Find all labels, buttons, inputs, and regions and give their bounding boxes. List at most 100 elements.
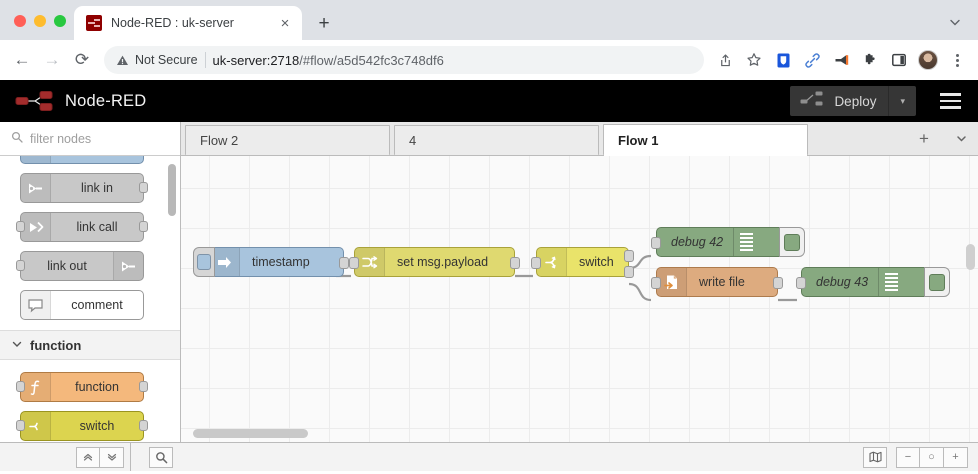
palette-node-list[interactable]: link in link call link out xyxy=(0,156,180,442)
close-icon[interactable]: × xyxy=(280,14,290,32)
flow-node-debug-42[interactable]: debug 42 xyxy=(651,227,805,257)
deploy-button-group: Deploy ▾ xyxy=(790,86,916,116)
palette-node-function[interactable]: function xyxy=(16,372,148,402)
output-port[interactable] xyxy=(139,420,148,431)
reload-button[interactable]: ⟳ xyxy=(74,50,90,69)
inject-trigger-button[interactable] xyxy=(193,247,215,277)
address-bar[interactable]: Not Secure uk-server:2718/#flow/a5d542fc… xyxy=(104,46,704,74)
tabbar-spacer xyxy=(808,122,904,155)
share-icon[interactable] xyxy=(712,47,738,73)
input-port[interactable] xyxy=(16,221,25,232)
palette-category-function[interactable]: function xyxy=(0,330,180,360)
palette-node-link-in[interactable]: link in xyxy=(20,173,148,203)
input-port[interactable] xyxy=(349,257,359,269)
collapse-all-button[interactable] xyxy=(76,446,100,468)
change-icon xyxy=(355,248,385,276)
palette-node-partial[interactable] xyxy=(20,156,144,164)
palette-node-link-out[interactable]: link out xyxy=(16,251,144,281)
security-status[interactable]: Not Secure xyxy=(116,53,198,67)
puzzle-extensions-icon[interactable] xyxy=(857,47,883,73)
deploy-button[interactable]: Deploy xyxy=(790,86,890,116)
flow-node-debug-43[interactable]: debug 43 xyxy=(796,267,950,297)
input-port[interactable] xyxy=(16,260,25,271)
flow-canvas[interactable]: timestamp set msg.payload xyxy=(181,156,978,442)
new-tab-button[interactable]: + xyxy=(318,12,330,34)
palette-scrollbar[interactable] xyxy=(168,164,176,216)
palette-node-label: switch xyxy=(79,419,115,433)
browser-chrome: Node-RED : uk-server × + ← → ⟳ Not Secur… xyxy=(0,0,978,80)
zoom-in-button[interactable]: + xyxy=(944,446,968,468)
debug-toggle-button[interactable] xyxy=(779,227,805,257)
footer-search-area xyxy=(131,443,863,471)
palette-node-label: link out xyxy=(47,259,87,273)
flow-node-set-msg-payload[interactable]: set msg.payload xyxy=(349,247,520,277)
node-label: write file xyxy=(699,275,745,289)
footer-statusbar: − ○ + xyxy=(0,442,978,471)
output-port[interactable] xyxy=(139,221,148,232)
input-port[interactable] xyxy=(16,420,25,431)
output-port-1[interactable] xyxy=(624,250,634,262)
shield-extension-icon[interactable] xyxy=(770,47,796,73)
link-extension-icon[interactable] xyxy=(799,47,825,73)
output-port-2[interactable] xyxy=(624,266,634,278)
palette-node-link-call[interactable]: link call xyxy=(16,212,148,242)
input-port[interactable] xyxy=(651,237,661,249)
tab-flow-2[interactable]: Flow 2 xyxy=(185,125,390,155)
minimize-window-button[interactable] xyxy=(34,15,46,27)
input-port[interactable] xyxy=(651,277,661,289)
zoom-reset-button[interactable]: ○ xyxy=(920,446,944,468)
security-label: Not Secure xyxy=(135,53,198,67)
input-port[interactable] xyxy=(531,257,541,269)
maximize-window-button[interactable] xyxy=(54,15,66,27)
megaphone-extension-icon[interactable] xyxy=(828,47,854,73)
filter-nodes-input[interactable]: filter nodes xyxy=(30,131,92,146)
map-icon[interactable] xyxy=(863,446,887,468)
browser-tab[interactable]: Node-RED : uk-server × xyxy=(74,6,302,40)
debug-toggle-button[interactable] xyxy=(924,267,950,297)
input-port[interactable] xyxy=(16,381,25,392)
browser-tabstrip: Node-RED : uk-server × + xyxy=(0,0,978,40)
switch-icon xyxy=(537,248,567,276)
output-port[interactable] xyxy=(510,257,520,269)
output-port[interactable] xyxy=(339,257,349,269)
expand-all-button[interactable] xyxy=(100,446,124,468)
palette-node-comment[interactable]: comment xyxy=(20,290,144,320)
url-path: /#flow/a5d542fc3c748df6 xyxy=(299,52,444,68)
palette-node-switch[interactable]: switch xyxy=(16,411,148,441)
nodered-logo-icon xyxy=(14,90,56,112)
output-port[interactable] xyxy=(139,381,148,392)
output-port[interactable] xyxy=(139,182,148,193)
comment-icon xyxy=(21,291,51,319)
flow-node-write-file[interactable]: write file xyxy=(651,267,783,297)
nodered-logo[interactable]: Node-RED xyxy=(14,90,146,112)
deploy-dropdown-button[interactable]: ▾ xyxy=(900,95,905,106)
flow-node-timestamp[interactable]: timestamp xyxy=(193,247,349,277)
add-flow-button[interactable]: + xyxy=(919,128,929,148)
menu-dots xyxy=(955,53,959,67)
search-flows-button[interactable] xyxy=(149,446,173,468)
output-port[interactable] xyxy=(773,277,783,289)
zoom-out-button[interactable]: − xyxy=(896,446,920,468)
browser-tab-title: Node-RED : uk-server xyxy=(111,16,234,30)
chrome-menu-icon[interactable] xyxy=(944,47,970,73)
flow-menu-button[interactable] xyxy=(944,122,978,155)
nodered-brand-label: Node-RED xyxy=(65,91,147,110)
flow-node-switch[interactable]: switch xyxy=(531,247,634,278)
tab-flow-1[interactable]: Flow 1 xyxy=(603,124,808,156)
tab-4[interactable]: 4 xyxy=(394,125,599,155)
bookmark-star-icon[interactable] xyxy=(741,47,767,73)
hamburger-menu-icon[interactable] xyxy=(928,80,972,122)
url-host: uk-server:2718 xyxy=(212,52,300,68)
close-window-button[interactable] xyxy=(14,15,26,27)
chevron-down-icon xyxy=(12,339,22,352)
palette-filter[interactable]: filter nodes xyxy=(0,122,180,156)
chevron-down-icon[interactable] xyxy=(940,8,970,36)
node-label: set msg.payload xyxy=(397,255,489,269)
profile-avatar[interactable] xyxy=(915,47,941,73)
canvas-column: Flow 2 4 Flow 1 + xyxy=(181,122,978,442)
input-port[interactable] xyxy=(796,277,806,289)
canvas-horizontal-scrollbar[interactable] xyxy=(193,429,308,438)
side-panel-icon[interactable] xyxy=(886,47,912,73)
back-button[interactable]: ← xyxy=(13,50,31,69)
canvas-vertical-scrollbar[interactable] xyxy=(966,244,975,270)
